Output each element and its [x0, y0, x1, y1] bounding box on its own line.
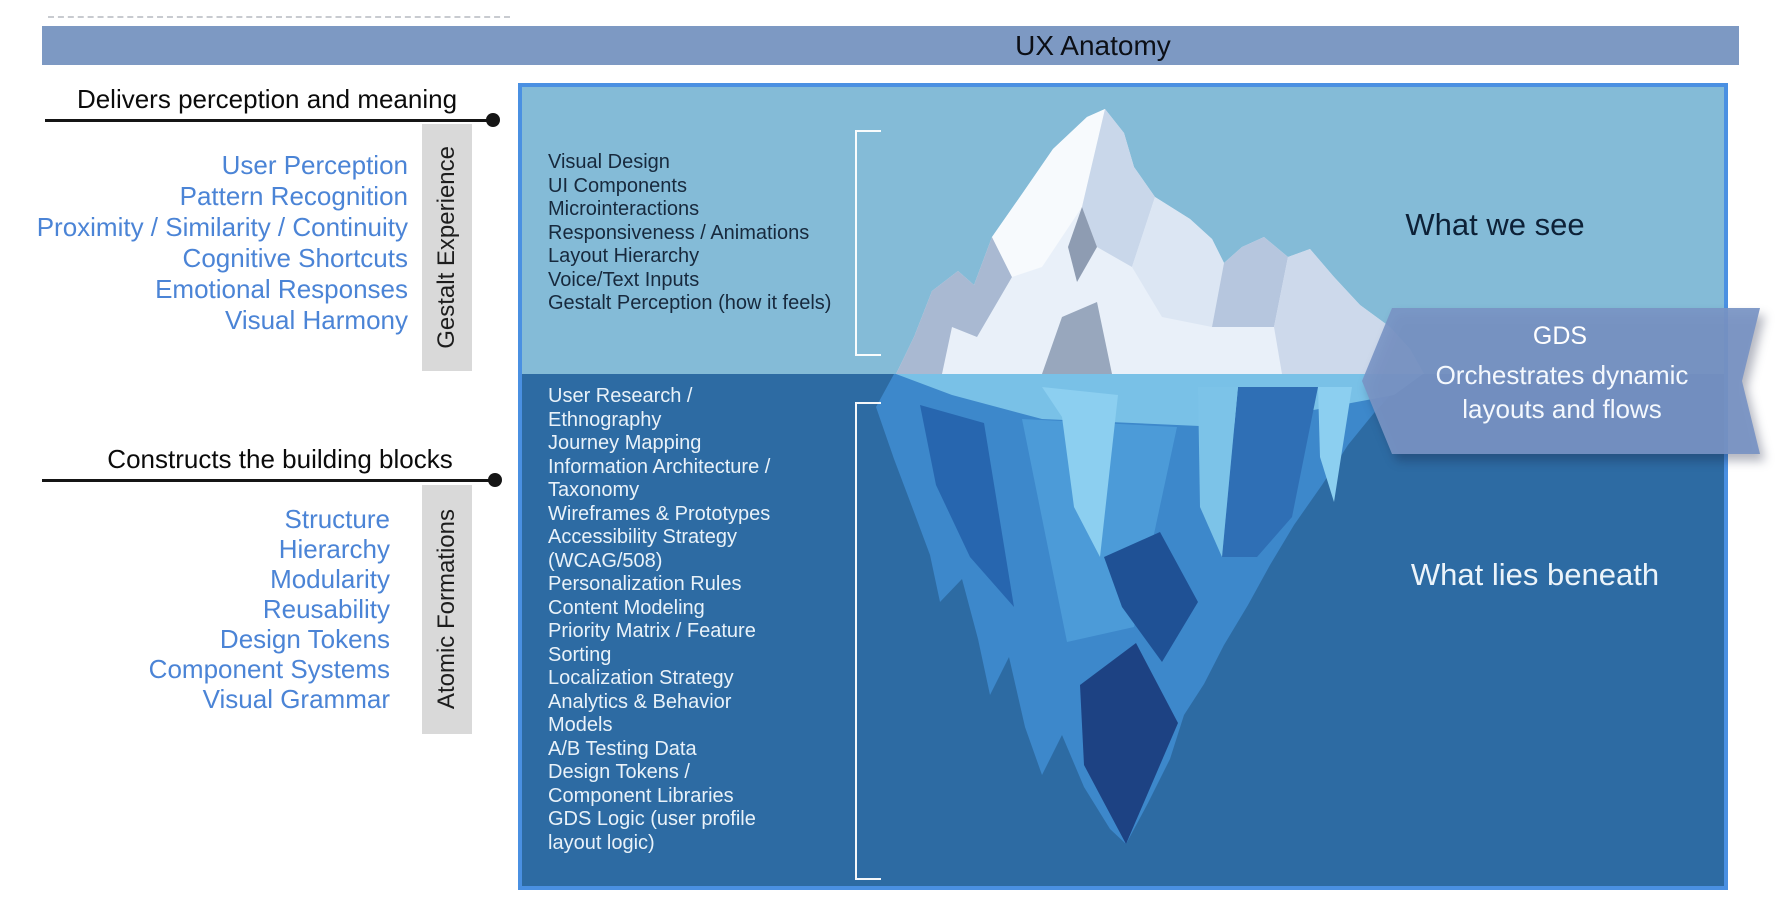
- ribbon-title: GDS: [1532, 322, 1588, 350]
- divider-line: [42, 479, 492, 482]
- list-item: Information Architecture / Taxonomy: [548, 455, 771, 502]
- above-water-caption: What we see: [1405, 207, 1585, 242]
- list-item: GDS Logic (user profile layout logic): [548, 808, 756, 854]
- list-item: Visual Harmony: [224, 305, 408, 335]
- list-item: Gestalt Perception (how it feels): [548, 292, 832, 314]
- list-item: Reusability: [262, 594, 390, 624]
- iceberg-illustration: [876, 109, 1424, 844]
- list-item: Component Systems: [148, 654, 390, 684]
- list-item: Analytics & Behavior Models: [548, 690, 732, 737]
- list-item: UI Components: [548, 174, 687, 197]
- below-water-bracket: [855, 402, 881, 880]
- page-title: UX Anatomy: [1015, 30, 1171, 61]
- axis-strip-gestalt: Gestalt Experience: [422, 124, 472, 371]
- dashed-artifact-line: [48, 16, 510, 18]
- ribbon-shape: [1362, 308, 1760, 454]
- divider-line: [45, 119, 490, 122]
- above-water-bracket: [855, 130, 881, 356]
- list-item: Localization Strategy: [548, 667, 734, 689]
- list-item: Responsiveness / Animations: [548, 221, 810, 244]
- list-item: Voice/Text Inputs: [548, 268, 700, 291]
- list-item: Journey Mapping: [548, 432, 702, 454]
- list-item: Structure: [284, 504, 391, 534]
- gds-ribbon: GDS Orchestrates dynamic layouts and flow…: [1352, 300, 1768, 462]
- below-water-caption: What lies beneath: [1410, 557, 1660, 592]
- list-item: Design Tokens: [219, 624, 390, 654]
- list-item: Pattern Recognition: [179, 181, 408, 211]
- list-item: Content Modeling: [548, 596, 705, 619]
- list-item: Cognitive Shortcuts: [182, 243, 408, 273]
- list-item: Wireframes & Prototypes: [548, 502, 771, 525]
- title-bar: UX Anatomy: [42, 26, 1739, 65]
- ribbon-subtitle-line: layouts and flows: [1462, 394, 1662, 424]
- list-item: Modularity: [270, 564, 390, 594]
- axis-label: Atomic Formations: [433, 509, 460, 710]
- ribbon-subtitle-line: Orchestrates dynamic: [1435, 360, 1689, 390]
- list-item: Hierarchy: [278, 534, 390, 564]
- ribbon-subtitle: Orchestrates dynamic layouts and flows: [1436, 358, 1689, 426]
- list-item: Layout Hierarchy: [548, 245, 700, 267]
- list-item: Personalization Rules: [548, 573, 742, 595]
- section-heading-building-blocks: Constructs the building blocks: [107, 444, 453, 474]
- list-item: Microinteractions: [548, 198, 700, 220]
- list-item: User Research / Ethnography: [548, 385, 693, 431]
- divider-dot: [486, 113, 500, 127]
- list-item: Priority Matrix / Feature Sorting: [548, 620, 756, 666]
- section-heading-perception: Delivers perception and meaning: [76, 84, 458, 114]
- list-item: Visual Design: [548, 151, 670, 173]
- list-item: User Perception: [221, 150, 408, 180]
- list-item: Accessibility Strategy (WCAG/508): [548, 526, 737, 572]
- axis-strip-atomic: Atomic Formations: [422, 485, 472, 734]
- divider-dot: [488, 473, 502, 487]
- list-item: Visual Grammar: [202, 684, 390, 714]
- list-item: A/B Testing Data: [548, 737, 697, 760]
- list-item: Proximity / Similarity / Continuity: [36, 212, 408, 242]
- list-item: Emotional Responses: [155, 274, 408, 304]
- list-item: Design Tokens / Component Libraries: [548, 761, 734, 807]
- axis-label: Gestalt Experience: [433, 146, 460, 349]
